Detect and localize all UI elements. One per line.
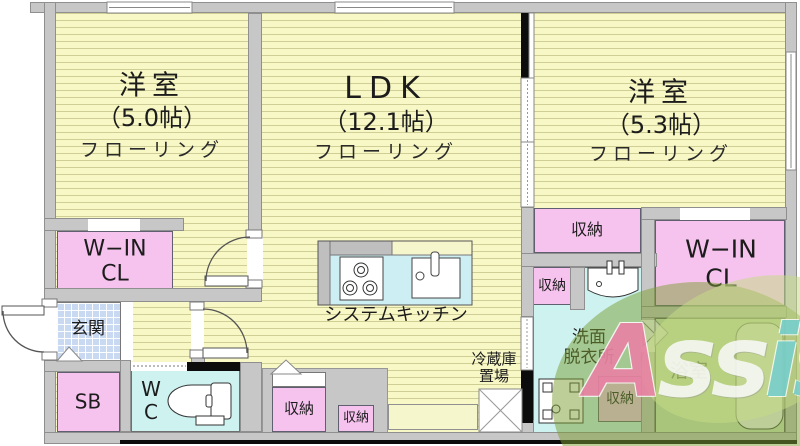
ldk-size: （12.1帖） [323,108,449,137]
storage-right-small-label: 収納 [538,277,566,294]
wall-basin-stub [570,267,585,310]
bedroom-right-name: 洋室 [628,77,694,109]
storage-hall-small-box [338,405,374,432]
refrigerator-label: 冷蔵庫 置場 [471,349,517,385]
wall-wc-right [240,362,262,432]
wall-washroom-north [521,253,657,267]
wall-bedroom1-bottom [44,218,184,231]
wall-bedroom1-ldk [248,13,262,239]
bedroom-left-name: 洋室 [119,70,185,102]
storage-hall-box [272,387,326,432]
ldk-name: LDK [344,70,428,106]
shoe-box-label: SB [74,389,102,414]
walkin-closet-left-label: W−IN CL [83,236,147,287]
watermark-letters-ss: ss [657,303,770,420]
wall-sb-top [44,360,131,372]
storage-right-top-label: 収納 [570,219,604,239]
ldk-floor: フローリング [313,141,459,164]
wall-door2-stub-top [191,302,203,311]
walkin-closet-left-box [57,231,173,291]
storage-hall-door [272,372,326,387]
wall-top [30,2,797,13]
bedroom-right-floor: フローリング [588,143,734,166]
wall-wincl-right-top [641,207,787,220]
wall-sb-wc [120,360,131,432]
wall-black-fridge [521,370,533,423]
shoe-box [57,372,120,432]
storage-hall-small-label: 収納 [342,410,370,426]
watermark-letter-a: A [586,303,663,420]
storage-right-top-box [534,208,641,253]
kitchen-label: システムキッチン [324,304,468,326]
entrance-label: 玄関 [71,319,105,340]
entrance-step [121,302,133,361]
bedroom-left-floor: フローリング [79,139,225,162]
site-boundary-line [120,440,797,444]
watermark-letters-ist: ist [764,303,800,420]
bedroom-left-size: （5.0帖） [96,104,208,133]
toilet-label: W C [141,377,161,424]
wall-hall-south [44,288,262,302]
wall-black-wc [187,362,240,371]
watermark-logo: Assist [586,312,800,412]
storage-hall-label: 収納 [283,399,315,418]
floor-ledge [388,404,478,430]
wall-black-slider-top [521,13,529,78]
bedroom-right-size: （5.3帖） [605,111,717,140]
